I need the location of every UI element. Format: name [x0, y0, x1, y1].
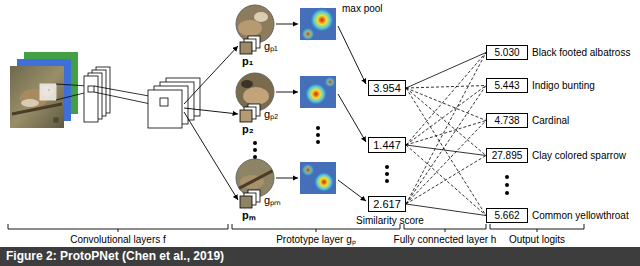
section-label: Convolutional layers f — [70, 233, 166, 246]
section-label: Output logits — [509, 233, 565, 246]
score-value: 3.954 — [373, 82, 401, 94]
function-label: gₚₘ — [264, 194, 281, 207]
class-name: Indigo bunting — [532, 79, 595, 92]
section-label: Fully connected layer h — [394, 233, 497, 246]
score-value: 5.662 — [494, 210, 519, 221]
figure-caption: Figure 2: ProtoPNet (Chen et al., 2019) — [0, 247, 640, 266]
feature-arrows — [184, 46, 238, 200]
weight-connection — [406, 88, 486, 216]
function-label: gₚ₁ — [264, 40, 278, 53]
section-label: Prototype layer gₚ — [276, 233, 356, 246]
class-name: Common yellowthroat — [532, 209, 629, 222]
activation-heatmap — [300, 162, 336, 194]
weight-connection — [406, 86, 486, 205]
input-image — [10, 52, 78, 128]
score-value: 27.895 — [492, 150, 523, 161]
activation-heatmap — [300, 7, 336, 41]
weight-connection — [406, 53, 486, 146]
score-value: 5.443 — [494, 80, 519, 91]
similarity-score-box: 1.447 — [368, 137, 406, 153]
ellipsis-dots — [253, 126, 509, 195]
weight-connection — [406, 121, 486, 146]
prototype-label: p₁ — [242, 55, 253, 68]
score-value: 2.617 — [373, 198, 401, 210]
weight-connection — [406, 88, 486, 121]
output-logit-box: 5.443Indigo bunting — [486, 78, 528, 93]
output-logit-box: 27.895Clay colored sparrow — [486, 148, 528, 163]
axis-note: Similarity score — [356, 214, 424, 227]
weight-connection — [406, 121, 486, 205]
prototype-label: p₂ — [242, 123, 254, 136]
similarity-score-box: 3.954 — [368, 80, 406, 96]
score-value: 5.030 — [494, 47, 519, 58]
weight-connection — [406, 145, 486, 216]
operation-label: max pool — [342, 2, 383, 15]
conv-feature-maps — [56, 67, 200, 128]
max-pool-arrows — [338, 26, 366, 201]
weight-connection — [406, 86, 486, 146]
weight-connection — [406, 53, 486, 205]
class-name: Cardinal — [532, 114, 569, 127]
similarity-arrows — [276, 24, 298, 178]
weight-connection — [406, 145, 486, 156]
section-brackets — [8, 224, 584, 232]
weight-connection — [406, 156, 486, 205]
weight-connection — [406, 204, 486, 216]
output-logit-box: 5.030Black footed albatross — [486, 45, 528, 60]
score-value: 4.738 — [494, 115, 519, 126]
weight-connection — [406, 53, 486, 89]
similarity-score-box: 2.617 — [368, 196, 406, 212]
class-name: Clay colored sparrow — [532, 149, 626, 162]
function-label: gₚ₂ — [264, 108, 278, 121]
prototype-label: pₘ — [242, 209, 256, 222]
score-value: 1.447 — [373, 139, 401, 151]
class-name: Black footed albatross — [532, 46, 630, 59]
activation-heatmap — [300, 76, 336, 108]
output-logit-box: 4.738Cardinal — [486, 113, 528, 128]
output-logit-box: 5.662Common yellowthroat — [486, 208, 528, 223]
weight-connection — [406, 86, 486, 89]
